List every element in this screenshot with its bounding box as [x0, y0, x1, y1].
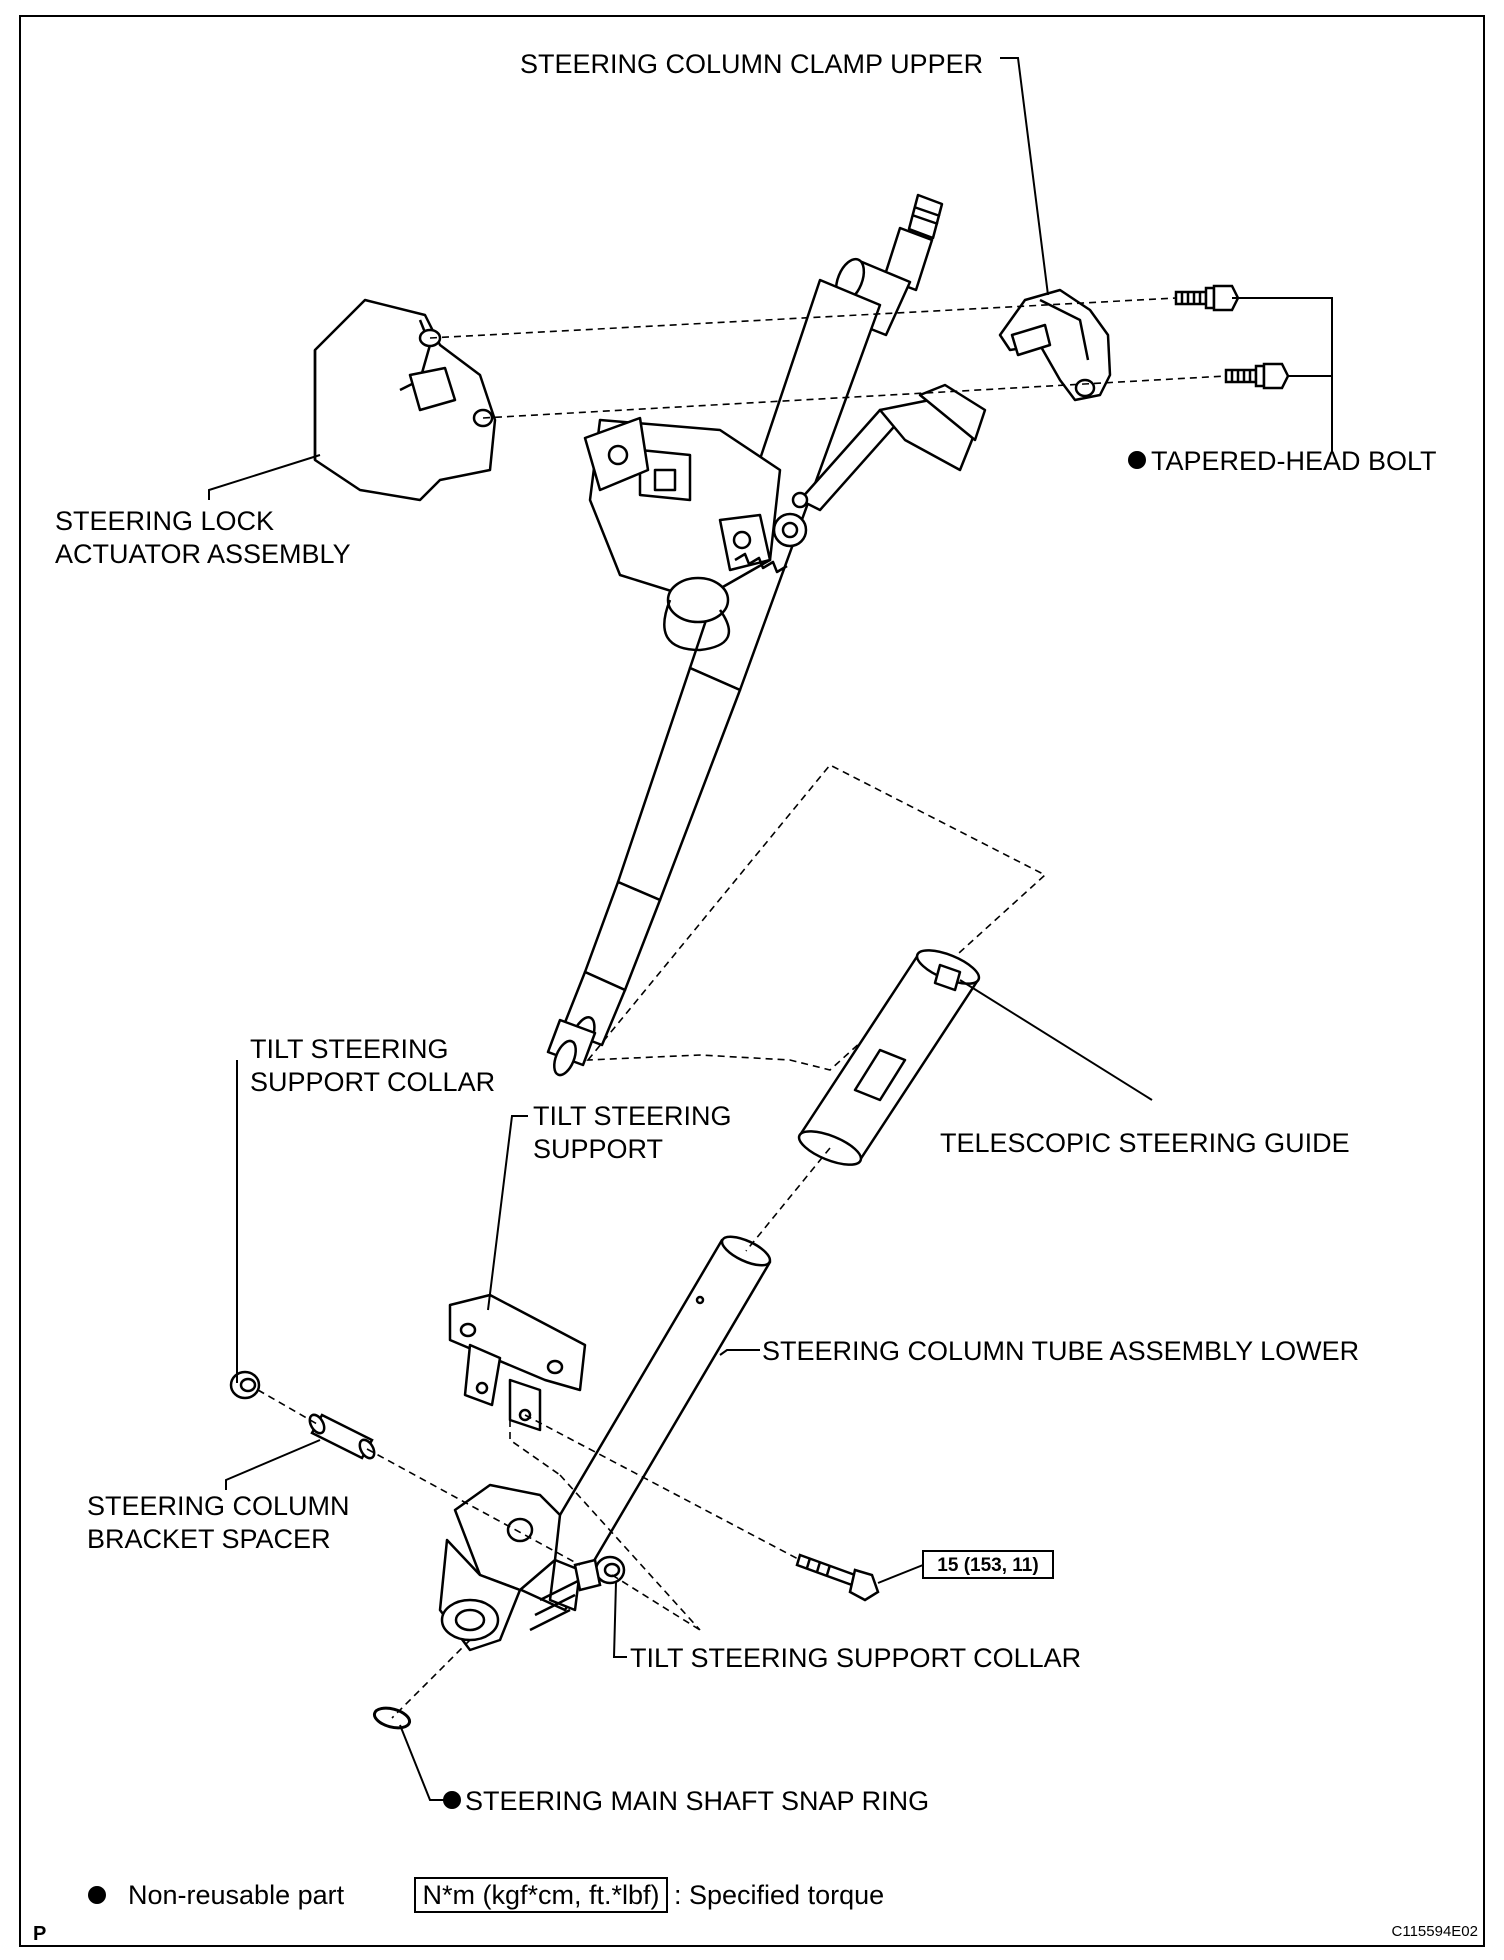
torque-value-text: 15 (153, 11): [937, 1555, 1038, 1576]
tilt-steering-support-part: [448, 1293, 587, 1432]
label-tilt-steering-support-collar-top-line2: SUPPORT COLLAR: [250, 1067, 495, 1097]
steering-lock-actuator-part: [313, 298, 497, 502]
label-steering-column-clamp-upper: STEERING COLUMN CLAMP UPPER: [520, 49, 983, 79]
label-tilt-steering-support-collar-top-line1: TILT STEERING: [250, 1034, 449, 1064]
corner-letter: P: [33, 1923, 46, 1945]
label-steering-column-tube-lower: STEERING COLUMN TUBE ASSEMBLY LOWER: [762, 1336, 1359, 1366]
legend-non-reusable-dot: [88, 1886, 106, 1904]
steering-column-tube-lower-part: [438, 1235, 772, 1652]
legend-non-reusable-text: Non-reusable part: [128, 1880, 345, 1910]
label-bracket-spacer-line2: BRACKET SPACER: [87, 1524, 331, 1554]
tilt-steering-support-collar-upper-part: [229, 1370, 261, 1400]
label-telescopic-steering-guide: TELESCOPIC STEERING GUIDE: [940, 1128, 1350, 1158]
label-tilt-steering-support-collar-bottom: TILT STEERING SUPPORT COLLAR: [630, 1643, 1081, 1673]
label-tilt-steering-support-line2: SUPPORT: [533, 1134, 663, 1164]
label-tapered-head-bolt: TAPERED-HEAD BOLT: [1151, 446, 1437, 476]
torque-value-box: [922, 1550, 1054, 1579]
figure-code: C115594E02: [1392, 1923, 1478, 1940]
torque-bolt-part: [795, 1553, 880, 1602]
label-bracket-spacer-line1: STEERING COLUMN: [87, 1491, 350, 1521]
non-reusable-marker-snap-ring: [443, 1791, 461, 1809]
legend-torque-desc: : Specified torque: [674, 1880, 884, 1910]
steering-main-shaft-snap-ring-part: [372, 1706, 412, 1730]
steering-column-upper-assembly: [546, 193, 987, 1077]
tapered-head-bolt-upper: [1174, 284, 1240, 312]
steering-column-bracket-spacer-part: [308, 1413, 376, 1460]
telescopic-steering-guide-part: [797, 949, 981, 1166]
legend-torque-box: [414, 1877, 668, 1913]
label-tilt-steering-support-line1: TILT STEERING: [533, 1101, 732, 1131]
tilt-steering-support-collar-lower-part: [573, 1555, 626, 1592]
leader-lines: [208, 57, 1333, 1801]
assembly-guide-lines-lower: [257, 1147, 831, 1719]
diagram-border: [19, 15, 1485, 1947]
legend-torque-box-text: N*m (kgf*cm, ft.*lbf): [422, 1880, 659, 1910]
label-steering-lock-actuator-line2: ACTUATOR ASSEMBLY: [55, 539, 351, 569]
steering-column-clamp-upper-part: [998, 288, 1112, 402]
non-reusable-marker-tapered-bolt: [1128, 451, 1146, 469]
label-steering-lock-actuator-line1: STEERING LOCK: [55, 506, 274, 536]
label-steering-main-shaft-snap-ring: STEERING MAIN SHAFT SNAP RING: [465, 1786, 929, 1816]
tapered-head-bolt-lower: [1224, 362, 1290, 390]
assembly-guide-lines-upper: [429, 297, 1227, 1071]
